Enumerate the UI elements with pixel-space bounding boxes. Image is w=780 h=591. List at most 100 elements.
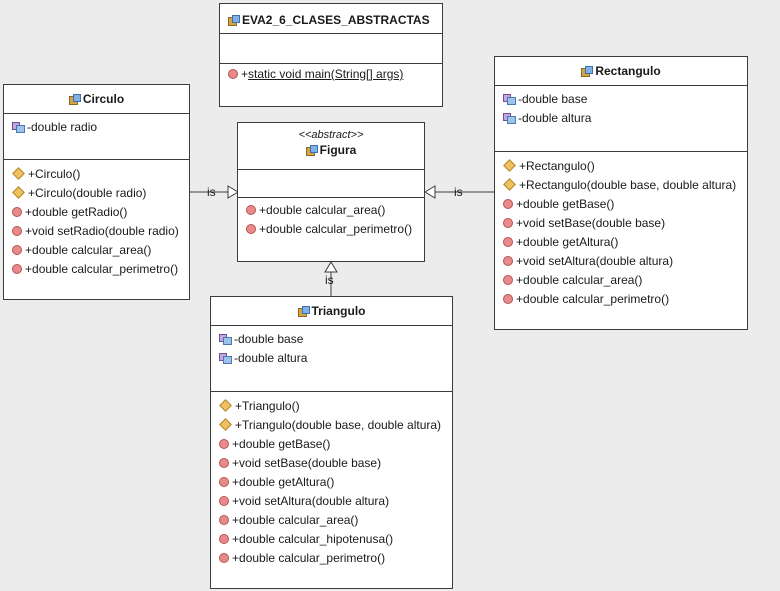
method-signature: Circulo(double radio) [35, 186, 147, 200]
method-signature: double calcular_area() [523, 273, 643, 287]
visibility: - [27, 120, 31, 134]
method-signature: void setRadio(double radio) [32, 224, 179, 238]
method-row[interactable]: +Circulo(double radio) [4, 184, 189, 203]
method-row[interactable]: +void setBase(double base) [211, 454, 452, 473]
static-method-icon [228, 68, 238, 79]
method-signature: double getAltura() [239, 475, 335, 489]
method-icon [503, 217, 513, 228]
field-signature: double altura [522, 111, 592, 125]
method-row[interactable]: +double calcular_area() [4, 241, 189, 260]
class-box-main[interactable]: EVA2_6_CLASES_ABSTRACTAS +static void ma… [219, 3, 443, 107]
visibility: + [28, 186, 36, 200]
visibility: + [25, 205, 33, 219]
visibility: + [232, 532, 240, 546]
field-icon [12, 121, 25, 133]
class-box-rectangulo[interactable]: Rectangulo -double base -double altura +… [494, 56, 748, 330]
method-signature: Rectangulo(double base, double altura) [526, 178, 737, 192]
triangulo-methods: +Triangulo() +Triangulo(double base, dou… [211, 391, 452, 568]
method-row[interactable]: +static void main(String[] args) [220, 65, 442, 84]
method-signature: Rectangulo() [526, 159, 595, 173]
method-row[interactable]: +void setAltura(double altura) [495, 252, 747, 271]
method-row[interactable]: +double calcular_perimetro() [4, 260, 189, 279]
main-class-name: EVA2_6_CLASES_ABSTRACTAS [242, 13, 430, 27]
method-signature: double calcular_perimetro() [32, 262, 179, 276]
triangulo-inheritance-arrow [324, 261, 338, 273]
class-box-circulo[interactable]: Circulo -double radio +Circulo() +Circul… [3, 84, 190, 300]
method-icon [12, 225, 22, 236]
method-signature: double calcular_perimetro() [266, 222, 413, 236]
visibility: + [516, 197, 524, 211]
method-row[interactable]: +Circulo() [4, 165, 189, 184]
method-row[interactable]: +double getAltura() [495, 233, 747, 252]
method-row[interactable]: +double calcular_area() [211, 511, 452, 530]
method-row[interactable]: +void setAltura(double altura) [211, 492, 452, 511]
method-signature: double calcular_hipotenusa() [239, 532, 394, 546]
visibility: + [232, 494, 240, 508]
method-row[interactable]: +double calcular_area() [238, 201, 424, 220]
visibility: + [232, 551, 240, 565]
circulo-header: Circulo [4, 85, 189, 113]
method-signature: Triangulo() [242, 399, 300, 413]
method-icon [503, 198, 513, 209]
circulo-fields: -double radio [4, 113, 189, 159]
method-row[interactable]: +Triangulo() [211, 397, 452, 416]
method-icon [503, 274, 513, 285]
field-icon [219, 352, 232, 364]
method-icon [503, 236, 513, 247]
method-signature: static void main(String[] args) [248, 67, 404, 81]
field-row[interactable]: -double base [495, 90, 747, 109]
class-name: Triangulo [311, 304, 366, 318]
rectangulo-methods: +Rectangulo() +Rectangulo(double base, d… [495, 151, 747, 309]
method-signature: void setAltura(double altura) [523, 254, 674, 268]
field-row[interactable]: -double radio [4, 118, 189, 137]
method-row[interactable]: +void setRadio(double radio) [4, 222, 189, 241]
method-signature: double calcular_perimetro() [523, 292, 670, 306]
method-row[interactable]: +double getBase() [211, 435, 452, 454]
method-row[interactable]: +double calcular_area() [495, 271, 747, 290]
constructor-icon [219, 418, 232, 432]
field-row[interactable]: -double altura [495, 109, 747, 128]
class-box-figura[interactable]: <<abstract>> Figura +double calcular_are… [237, 122, 425, 262]
triangulo-fields: -double base -double altura [211, 325, 452, 391]
field-row[interactable]: -double base [211, 330, 452, 349]
class-name: Rectangulo [595, 64, 661, 78]
constructor-icon [219, 399, 232, 413]
visibility: + [232, 475, 240, 489]
visibility: + [516, 292, 524, 306]
method-signature: Triangulo(double base, double altura) [242, 418, 442, 432]
method-signature: double getAltura() [523, 235, 619, 249]
class-icon [228, 14, 240, 26]
circulo-methods: +Circulo() +Circulo(double radio) +doubl… [4, 159, 189, 279]
method-icon [219, 495, 229, 506]
method-icon [219, 514, 229, 525]
method-row[interactable]: +Triangulo(double base, double altura) [211, 416, 452, 435]
visibility: - [234, 351, 238, 365]
method-signature: double calcular_perimetro() [239, 551, 386, 565]
constructor-icon [503, 178, 516, 192]
field-icon [503, 93, 516, 105]
field-row[interactable]: -double altura [211, 349, 452, 368]
field-signature: double base [238, 332, 304, 346]
method-row[interactable]: +Rectangulo() [495, 157, 747, 176]
main-class-fields [220, 33, 442, 63]
method-icon [219, 533, 229, 544]
method-row[interactable]: +double getAltura() [211, 473, 452, 492]
method-row[interactable]: +Rectangulo(double base, double altura) [495, 176, 747, 195]
method-row[interactable]: +double calcular_hipotenusa() [211, 530, 452, 549]
method-row[interactable]: +double getRadio() [4, 203, 189, 222]
method-signature: void setAltura(double altura) [239, 494, 390, 508]
method-row[interactable]: +double calcular_perimetro() [495, 290, 747, 309]
stereotype-label: <<abstract>> [298, 129, 364, 141]
method-icon [246, 223, 256, 234]
method-row[interactable]: +double calcular_perimetro() [238, 220, 424, 239]
main-class-methods: +static void main(String[] args) [220, 63, 442, 84]
method-row[interactable]: +double calcular_perimetro() [211, 549, 452, 568]
method-row[interactable]: +void setBase(double base) [495, 214, 747, 233]
rectangulo-header: Rectangulo [495, 57, 747, 85]
visibility: + [516, 273, 524, 287]
constructor-icon [12, 186, 25, 200]
field-icon [219, 333, 232, 345]
rectangulo-relation-label: is [454, 185, 463, 199]
class-box-triangulo[interactable]: Triangulo -double base -double altura +T… [210, 296, 453, 589]
method-row[interactable]: +double getBase() [495, 195, 747, 214]
